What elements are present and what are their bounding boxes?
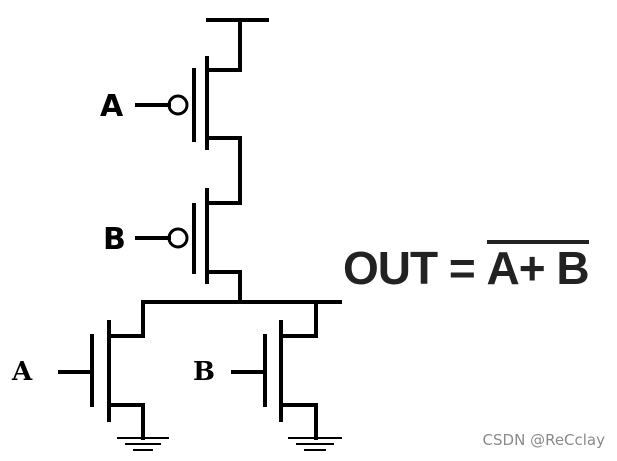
inverter-bubble-icon <box>167 94 189 116</box>
equation-rhs-overlined: A+ B <box>486 240 590 294</box>
ground-icon <box>117 437 169 451</box>
nmos-transistor-a <box>58 300 145 440</box>
pmos-b-input-label: B <box>103 222 126 257</box>
pmos-transistor-b <box>135 188 242 284</box>
output-equation: OUT = A+ B <box>343 240 590 294</box>
pmos-transistor-a <box>135 56 242 150</box>
vdd-rail <box>206 18 269 72</box>
equation-lhs: OUT = <box>343 242 487 294</box>
inverter-bubble-icon <box>167 227 189 249</box>
output-node <box>141 270 342 304</box>
pmos-a-input-label: A <box>100 89 124 124</box>
watermark: CSDN @ReCclay <box>482 431 605 449</box>
nmos-b-input-label: B <box>193 357 215 387</box>
nmos-a-input-label: A <box>12 357 33 387</box>
ground-icon <box>288 437 342 451</box>
nmos-transistor-b <box>231 300 318 440</box>
